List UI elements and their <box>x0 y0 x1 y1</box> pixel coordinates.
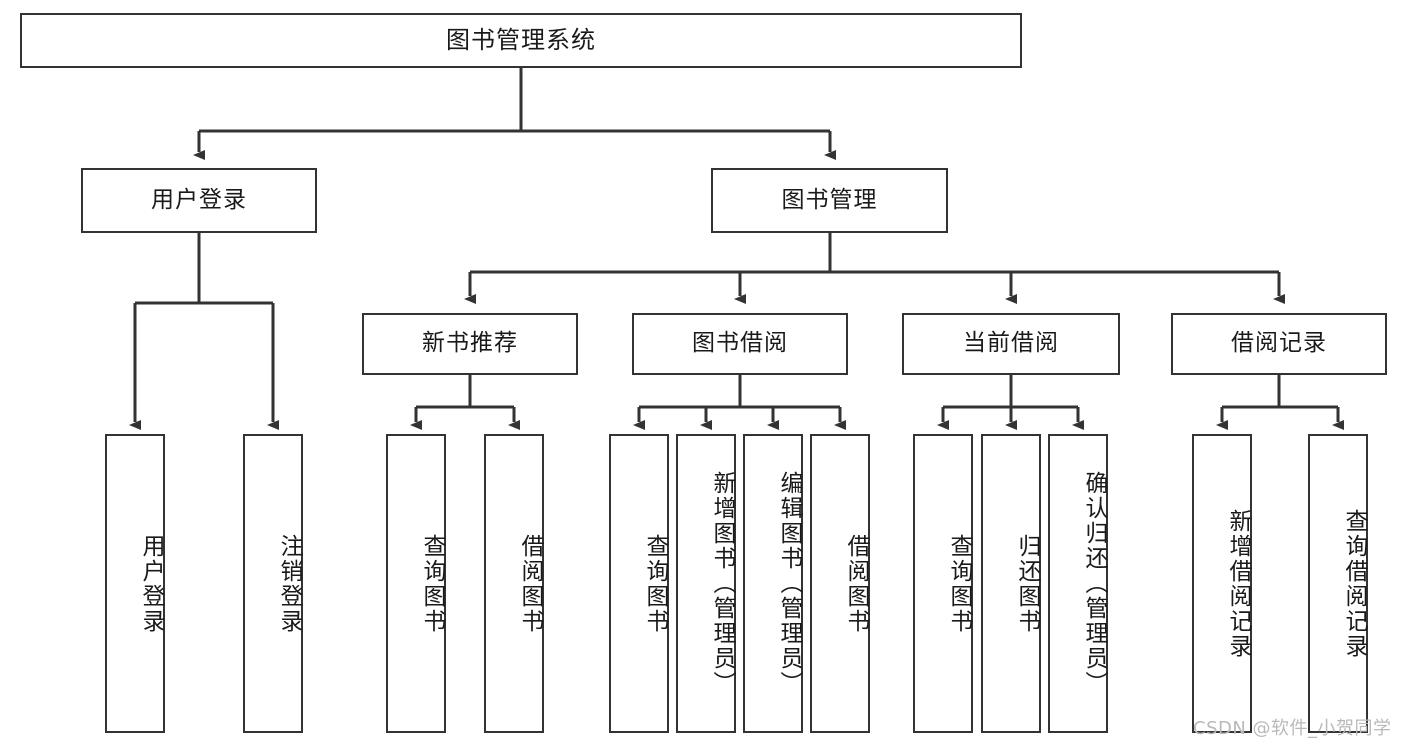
leaf-borrowrecord-add-record[interactable]: 新增借阅记录 <box>1192 434 1252 733</box>
leaf-logout[interactable]: 注销登录 <box>243 434 303 733</box>
leaf-currentborrow-query-book[interactable]: 查询图书 <box>913 434 973 733</box>
leaf-bookborrow-edit-book-admin[interactable]: 编辑图书（管理员） <box>743 434 803 733</box>
leaf-bookborrow-query-book[interactable]: 查询图书 <box>609 434 669 733</box>
node-book-management[interactable]: 图书管理 <box>711 168 948 233</box>
csdn-watermark: CSDN @软件_小贺同学 <box>1193 718 1392 739</box>
leaf-bookborrow-borrow-book[interactable]: 借阅图书 <box>810 434 870 733</box>
leaf-user-login[interactable]: 用户登录 <box>105 434 165 733</box>
leaf-newbook-borrow-book[interactable]: 借阅图书 <box>484 434 544 733</box>
node-user-login[interactable]: 用户登录 <box>81 168 317 233</box>
node-borrow-record[interactable]: 借阅记录 <box>1171 313 1387 375</box>
node-book-borrow[interactable]: 图书借阅 <box>632 313 848 375</box>
leaf-borrowrecord-query-record[interactable]: 查询借阅记录 <box>1308 434 1368 733</box>
leaf-currentborrow-return-book[interactable]: 归还图书 <box>981 434 1041 733</box>
leaf-bookborrow-add-book-admin[interactable]: 新增图书（管理员） <box>676 434 736 733</box>
leaf-newbook-query-book[interactable]: 查询图书 <box>386 434 446 733</box>
node-new-book-recommend[interactable]: 新书推荐 <box>362 313 578 375</box>
node-current-borrow[interactable]: 当前借阅 <box>902 313 1120 375</box>
node-root-system[interactable]: 图书管理系统 <box>20 13 1022 68</box>
leaf-currentborrow-confirm-return-admin[interactable]: 确认归还（管理员） <box>1048 434 1108 733</box>
